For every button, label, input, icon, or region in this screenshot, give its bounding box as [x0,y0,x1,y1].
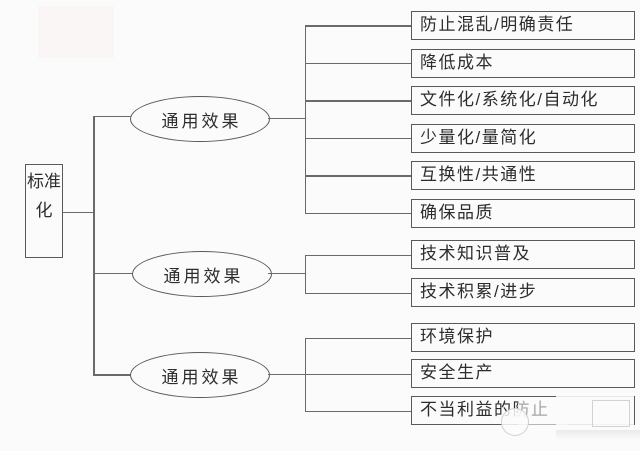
group-1-trunk-line [304,25,306,214]
group-1-branch-2 [305,62,412,64]
group-1-branch-6 [305,212,412,214]
group-3-trunk-line [304,337,306,412]
group-1-branch-3 [305,100,412,102]
group-2-trunk-line [304,254,306,294]
scan-artifact [38,6,114,58]
group-2-branch-2 [305,292,412,294]
watermark-smudge [556,430,640,440]
effect-node-2: 通用效果 [132,251,272,297]
group-1-branch-5 [305,175,412,177]
root-node-standardization: 标准化 [25,164,63,258]
group-3-branch-1 [305,337,412,339]
leaf-box: 少量化/量简化 [411,123,635,153]
branch-to-effect-3 [93,374,132,376]
group-2-branch-1 [305,254,412,256]
group-3-branch-3 [305,410,412,412]
effect-3-out-line [268,373,412,375]
leaf-box: 文件化/系统化/自动化 [411,86,635,115]
leaf-box: 确保品质 [411,198,635,228]
leaf-box: 不当利益的防止 [411,396,635,425]
branch-to-effect-2 [93,272,134,274]
branch-to-effect-1 [93,115,132,117]
effect-1-out-line [268,117,306,119]
leaf-box: 技术知识普及 [411,240,635,269]
group-1-branch-4 [305,137,412,139]
leaf-box: 互换性/共通性 [411,161,635,190]
group-1-branch-1 [305,25,412,27]
leaf-box: 安全生产 [411,359,635,388]
leaf-box: 技术积累/进步 [411,278,635,307]
leaf-box: 环境保护 [411,323,635,352]
effect-node-3: 通用效果 [130,352,270,398]
left-trunk-line [93,115,95,376]
effect-node-1: 通用效果 [130,96,270,142]
leaf-box: 防止混乱/明确责任 [411,11,635,40]
effect-2-out-line [268,272,306,274]
connector-root [63,211,94,213]
leaf-box: 降低成本 [411,48,635,78]
